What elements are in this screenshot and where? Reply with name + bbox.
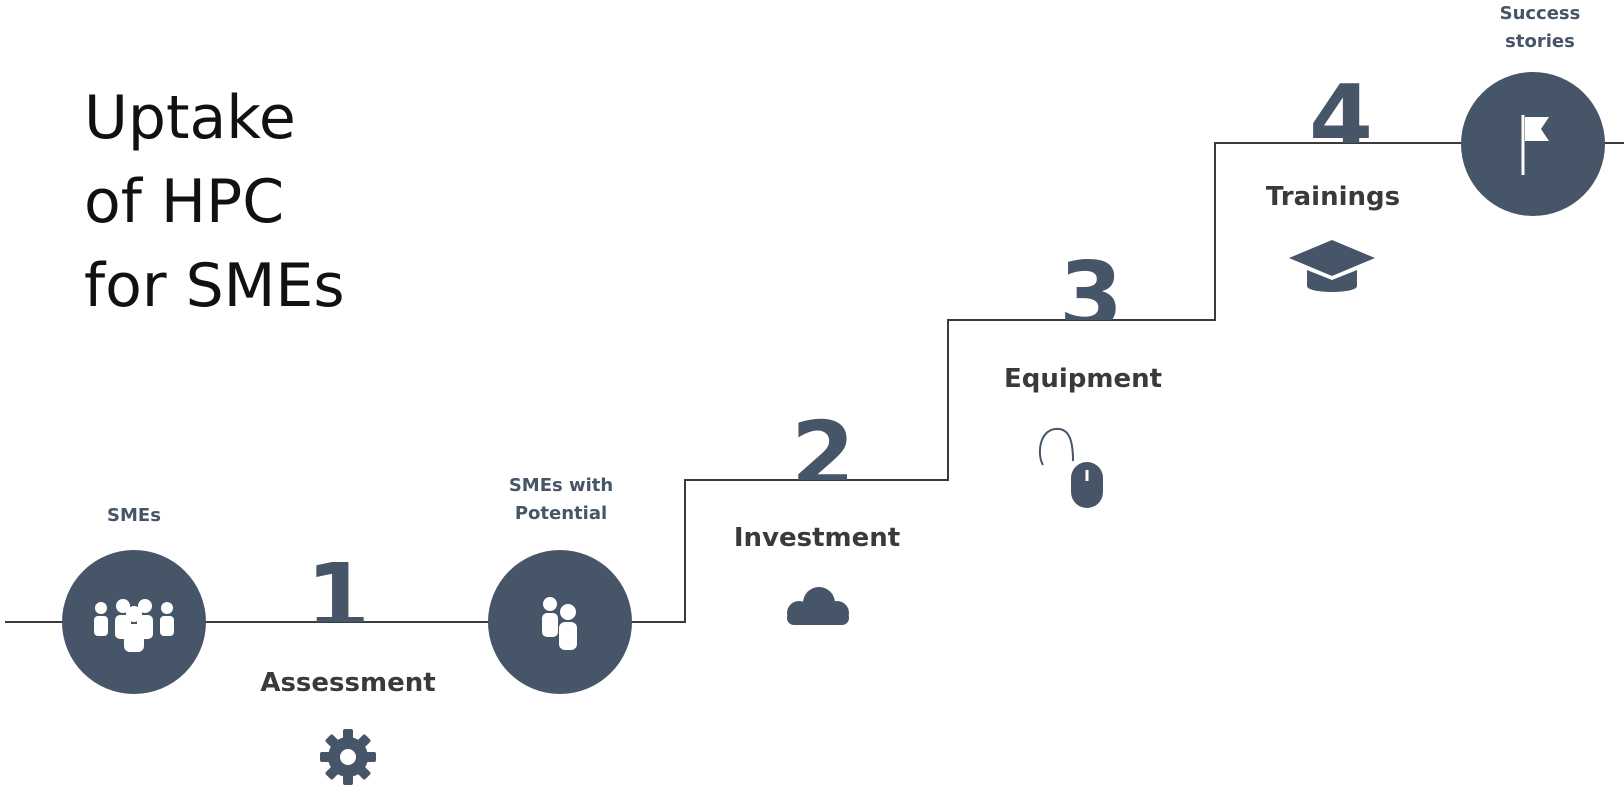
smes-with-potential-node	[488, 550, 632, 694]
title-line-2: of HPC	[84, 167, 285, 237]
group-people-icon	[94, 599, 174, 652]
step-label-assessment: Assessment	[260, 668, 436, 698]
success-stories-node	[1461, 72, 1605, 216]
graduation-cap-icon	[1289, 240, 1375, 292]
gear-icon	[320, 729, 376, 785]
step-number-2: 2	[790, 410, 855, 480]
title-line-1: Uptake	[84, 83, 296, 153]
title-line-3: for SMEs	[84, 251, 345, 321]
node-label-smes-with-potential: SMEs with Potential	[508, 475, 614, 524]
step-label-trainings: Trainings	[1265, 182, 1401, 212]
step-number-1: 1	[305, 552, 370, 622]
step-number-3: 3	[1058, 250, 1123, 320]
node-label-smes: SMEs	[107, 505, 161, 526]
step-label-equipment: Equipment	[1003, 364, 1163, 394]
step-number-4: 4	[1308, 73, 1373, 143]
smes-node	[62, 550, 206, 694]
cloud-icon	[787, 587, 849, 625]
two-people-icon	[542, 597, 577, 650]
flag-icon	[1521, 115, 1549, 175]
node-label-success-stories: Success stories	[1499, 3, 1581, 52]
page-title: Uptake of HPC for SMEs	[84, 76, 345, 328]
mouse-icon	[1038, 427, 1103, 508]
step-label-investment: Investment	[733, 523, 901, 553]
